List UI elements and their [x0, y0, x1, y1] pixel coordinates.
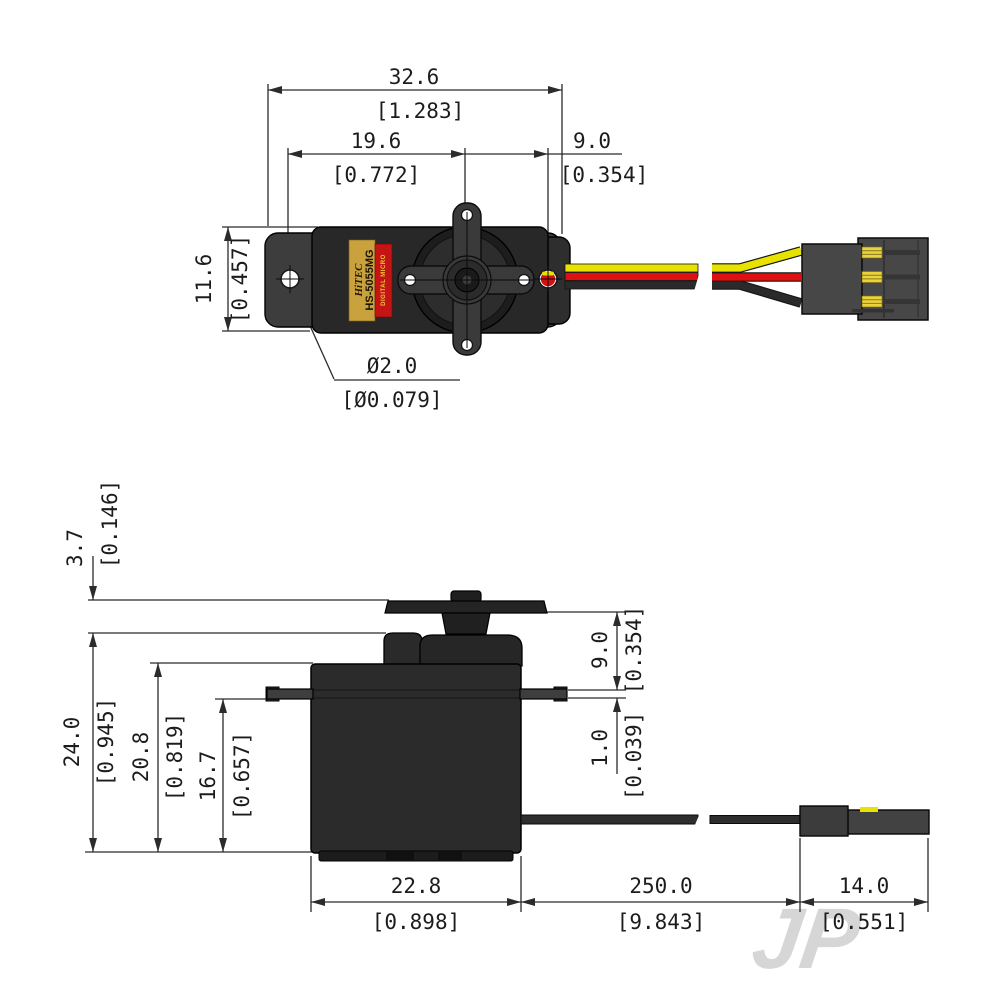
dim-overall-height-mm: 24.0	[60, 717, 84, 768]
servo-horn-top	[397, 202, 535, 356]
arrowhead	[521, 898, 535, 906]
servo-top-view: HiTEC HS-5055MG DIGITAL MICRO	[264, 202, 571, 356]
dim-shaft-to-hole-mm: 9.0	[573, 129, 611, 153]
servo-case-side	[310, 663, 522, 854]
output-shaft-side	[441, 612, 491, 635]
label-badge-text: DIGITAL MICRO	[381, 254, 387, 306]
dim-horn-to-flange-in: [0.354]	[622, 606, 646, 695]
dim-case-height-in: [0.819]	[163, 713, 187, 802]
watermark-text: JP	[747, 891, 866, 987]
arrowhead	[507, 898, 521, 906]
servo-lead-side-view	[520, 805, 930, 837]
dim-flange-thickness-mm: 1.0	[588, 729, 612, 767]
contact-slot	[884, 299, 920, 304]
wire-yellow-fan	[712, 247, 802, 272]
dim-horn-to-flange-mm: 9.0	[588, 631, 612, 669]
mounting-flange-left	[266, 688, 314, 700]
dim-case-length-in: [0.898]	[372, 910, 461, 934]
case-bottom-lip	[318, 850, 514, 862]
arrowhead	[154, 838, 162, 852]
dim-cable-length-in: [9.843]	[617, 910, 706, 934]
arrowhead	[219, 699, 227, 713]
dim-mount-hole-dia-mm: Ø2.0	[367, 354, 418, 378]
dim-shaft-to-hole-in: [0.354]	[560, 163, 649, 187]
dim-overall-height-in: [0.945]	[94, 698, 118, 787]
case-foot	[438, 852, 462, 860]
dim-horn-above-case-mm: 3.7	[63, 529, 87, 567]
wire-black-fan	[712, 281, 803, 307]
watermark: JP JP	[747, 891, 875, 993]
dim-connector-length-mm: 14.0	[839, 874, 890, 898]
wire-yellow	[564, 263, 699, 273]
wire-black	[564, 280, 699, 290]
arrowhead	[800, 898, 814, 906]
connector-side-collar	[799, 805, 849, 837]
arrowhead	[224, 227, 232, 241]
servo-lead-top-view	[564, 237, 929, 321]
side-view-dimensions: 3.7 [0.146] 24.0 [0.945] 20.8 [0.819] 16…	[60, 480, 929, 934]
gold-contact	[861, 295, 883, 308]
dim-connector-length-in: [0.551]	[820, 910, 909, 934]
contact-slot	[884, 250, 920, 255]
arrowhead	[548, 86, 562, 94]
dim-flange-to-bottom-in: [0.657]	[230, 732, 254, 821]
watermark-shadow-text: JP	[753, 894, 875, 993]
dim-mount-hole-dia-in: [Ø0.079]	[341, 388, 442, 412]
dim-cable-length-mm: 250.0	[629, 874, 692, 898]
servo-side-view	[265, 590, 568, 862]
arrowhead	[268, 86, 282, 94]
connector-detail	[852, 309, 894, 313]
product-label-red	[374, 243, 393, 318]
connector-contacts	[861, 246, 920, 308]
arrowhead	[219, 838, 227, 852]
brand-logo-text: HiTEC	[353, 263, 365, 298]
case-foot	[386, 852, 414, 860]
arrowhead	[613, 676, 621, 690]
gold-contact	[861, 271, 883, 283]
top-view-dimensions: 32.6 [1.283] 19.6 [0.772] 9.0 [0.354] 11…	[192, 65, 648, 412]
dim-case-length-mm: 22.8	[391, 874, 442, 898]
dim-overall-width-mm: 32.6	[389, 65, 440, 89]
cable-side	[520, 814, 699, 825]
arrowhead	[914, 898, 928, 906]
dim-hole-to-shaft-in: [0.772]	[332, 163, 421, 187]
arrowhead	[534, 150, 548, 158]
product-label-gold	[348, 239, 376, 322]
wire-red	[564, 272, 699, 281]
contact-slot	[884, 274, 920, 280]
mounting-flange-right	[519, 688, 568, 700]
connector-yellow-mark	[860, 807, 878, 812]
dim-hole-to-shaft-mm: 19.6	[351, 129, 402, 153]
gear-dome-side	[419, 634, 523, 667]
horn-hub-knob-side	[450, 590, 482, 603]
arrowhead	[786, 898, 800, 906]
arrowhead	[154, 663, 162, 677]
dim-body-width-mm: 11.6	[192, 254, 216, 305]
gear-boss-side	[383, 632, 423, 667]
model-number-text: HS-5055MG	[364, 249, 376, 310]
arrowhead	[224, 317, 232, 331]
dim-overall-width-in: [1.283]	[376, 99, 465, 123]
dim-flange-to-bottom-mm: 16.7	[196, 751, 220, 802]
arrowhead	[89, 633, 97, 647]
cable-break-symbol-side	[692, 808, 712, 832]
cable-side-after-break	[709, 815, 803, 824]
dim-horn-above-case-in: [0.146]	[98, 480, 122, 569]
connector-side-body	[832, 809, 930, 835]
connector-housing-left	[801, 243, 863, 315]
gold-contact	[861, 246, 883, 259]
arrowhead	[451, 150, 465, 158]
arrowhead	[613, 698, 621, 712]
arrowhead	[288, 150, 302, 158]
arrowhead	[311, 898, 325, 906]
horn-bar-side	[384, 600, 548, 614]
arrowhead	[613, 612, 621, 626]
dim-case-height-mm: 20.8	[129, 732, 153, 783]
cable-break-symbol	[692, 254, 718, 298]
dim-flange-thickness-in: [0.039]	[622, 712, 646, 801]
arrowhead	[89, 838, 97, 852]
dim-body-width-in: [0.457]	[228, 235, 252, 324]
arrowhead	[89, 586, 97, 600]
